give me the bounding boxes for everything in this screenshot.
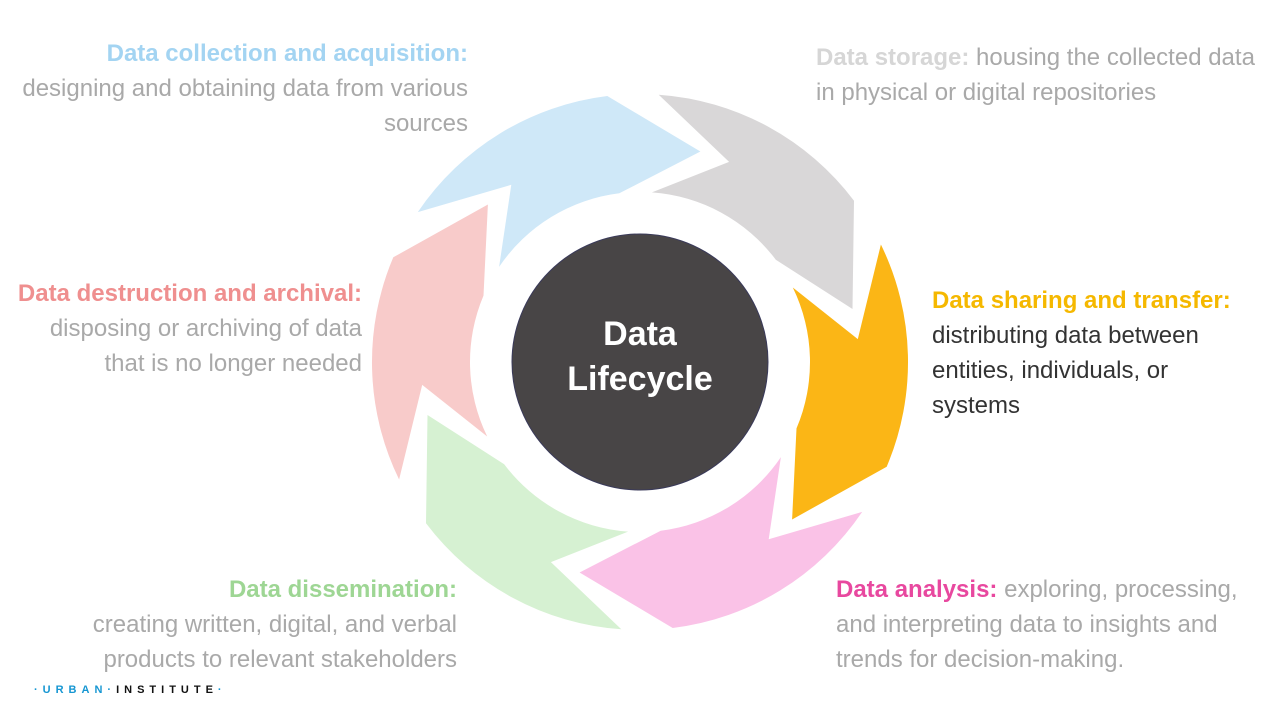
arrow-segment-collection bbox=[417, 96, 701, 267]
stage-collection-text: Data collection and acquisition: designi… bbox=[20, 36, 468, 141]
stage-sharing-title: Data sharing and transfer: bbox=[932, 287, 1231, 314]
stage-destruction-title: Data destruction and archival: bbox=[17, 280, 362, 307]
logo-dot-3: · bbox=[217, 684, 227, 696]
logo-dot-2: · bbox=[107, 684, 117, 696]
stage-destruction-description: disposing or archiving of data that is n… bbox=[49, 315, 362, 377]
logo-institute: INSTITUTE bbox=[116, 684, 218, 696]
center-label-line1: Data bbox=[603, 315, 677, 353]
stage-collection-title: Data collection and acquisition: bbox=[106, 40, 468, 67]
stage-sharing-text: Data sharing and transfer: distributing … bbox=[932, 283, 1262, 423]
arrow-segment-destruction bbox=[371, 204, 488, 480]
urban-institute-logo: ·URBAN·INSTITUTE· bbox=[34, 684, 227, 696]
center-circle bbox=[511, 233, 769, 491]
stage-dissemination-title: Data dissemination: bbox=[228, 576, 457, 603]
stage-storage-title: Data storage: bbox=[816, 44, 970, 71]
center-label: Data Lifecycle bbox=[512, 312, 768, 402]
arrow-segment-dissemination bbox=[426, 415, 629, 630]
logo-dot-1: · bbox=[34, 684, 43, 696]
logo-urban: URBAN bbox=[42, 684, 108, 696]
stage-storage-text: Data storage: housing the collected data… bbox=[816, 40, 1266, 110]
stage-analysis-description: exploring, processing, and interpreting … bbox=[836, 576, 1238, 673]
stage-dissemination-description: creating written, digital, and verbal pr… bbox=[92, 611, 457, 673]
stage-collection-description: designing and obtaining data from variou… bbox=[22, 75, 468, 137]
stage-storage-description: housing the collected data in physical o… bbox=[816, 44, 1255, 106]
center-label-line2: Lifecycle bbox=[567, 360, 713, 398]
stage-analysis-text: Data analysis: exploring, processing, an… bbox=[836, 572, 1266, 677]
arrow-segment-sharing bbox=[792, 244, 909, 520]
stage-dissemination-text: Data dissemination: creating written, di… bbox=[20, 572, 457, 677]
stage-destruction-text: Data destruction and archival: disposing… bbox=[10, 276, 362, 381]
stage-sharing-description: distributing data between entities, indi… bbox=[932, 322, 1199, 419]
arrow-segment-storage bbox=[651, 94, 854, 309]
arrow-segment-analysis bbox=[579, 457, 863, 628]
stage-analysis-title: Data analysis: bbox=[836, 576, 998, 603]
